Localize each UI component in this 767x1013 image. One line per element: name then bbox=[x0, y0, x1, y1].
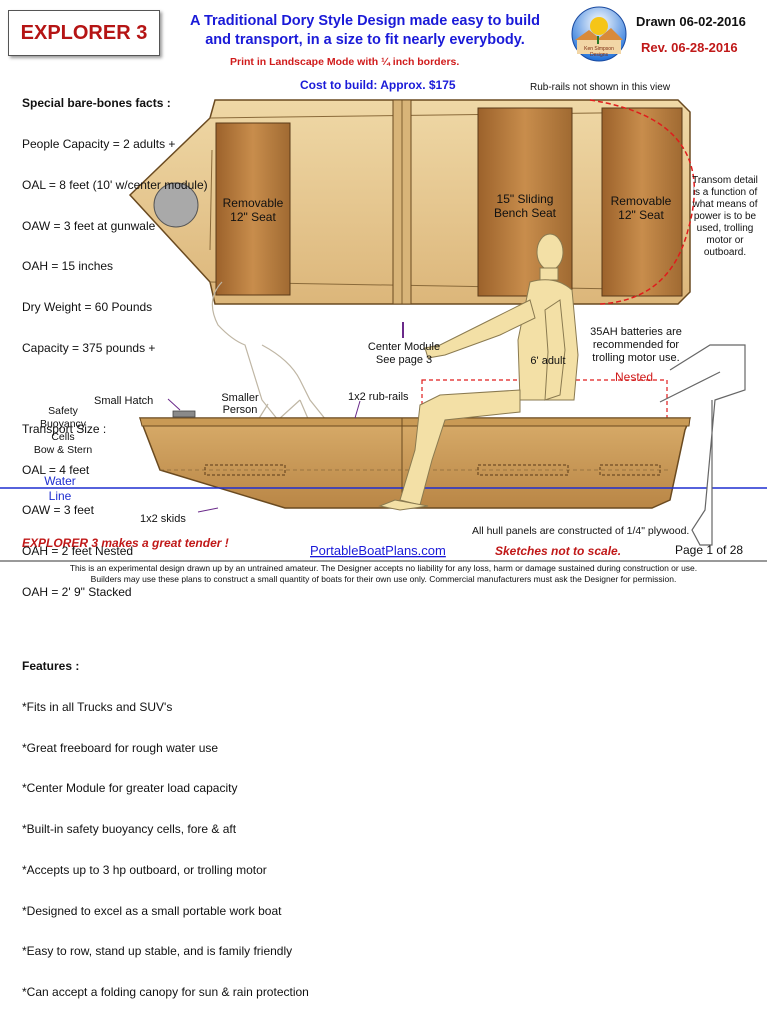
rub-rails-label: 1x2 rub-rails bbox=[348, 391, 409, 403]
disclaimer: This is an experimental design drawn up … bbox=[0, 563, 767, 585]
safety-cells-label-2: Buoyancy bbox=[40, 418, 87, 430]
smaller-person-label-2: Person bbox=[223, 404, 258, 416]
headline-line-1: A Traditional Dory Style Design made eas… bbox=[190, 13, 540, 29]
transom-note: Transom detail is a function of what mea… bbox=[692, 175, 758, 258]
rear-seat bbox=[601, 107, 683, 297]
skids-label: 1x2 skids bbox=[140, 513, 186, 525]
safety-cells-label-3: Cells bbox=[51, 431, 74, 443]
print-instructions: Print in Landscape Mode with ¼ inch bord… bbox=[230, 56, 460, 68]
small-hatch bbox=[172, 410, 196, 418]
feature-item: *Easy to row, stand up stable, and is fa… bbox=[22, 944, 293, 959]
batteries-label-3: trolling motor use. bbox=[592, 352, 679, 364]
logo-text-2: Designs bbox=[590, 52, 609, 58]
front-seat-label-1: Removable bbox=[223, 196, 284, 210]
disclaimer-line-1: This is an experimental design drawn up … bbox=[69, 563, 698, 573]
rear-seat-label-1: Removable bbox=[611, 194, 672, 208]
fact-line: OAW = 3 feet at gunwale bbox=[22, 218, 156, 233]
fact-line: Dry Weight = 60 Pounds bbox=[22, 300, 153, 315]
water-line-label-1: Water bbox=[44, 474, 76, 488]
bench-seat-label-1: 15" Sliding bbox=[497, 192, 554, 206]
fact-line: OAL = 8 feet (10' w/center module) bbox=[22, 177, 208, 192]
feature-item: *Great freeboard for rough water use bbox=[22, 740, 219, 755]
feature-item: *Designed to excel as a small portable w… bbox=[22, 903, 282, 918]
facts-heading: Special bare-bones facts : bbox=[22, 96, 171, 111]
batteries-label-2: recommended for bbox=[593, 339, 680, 351]
transport-line: OAL = 4 feet bbox=[22, 462, 90, 477]
rear-seat-label-2: 12" Seat bbox=[618, 208, 664, 222]
small-hatch-label: Small Hatch bbox=[94, 395, 153, 407]
cost-to-build: Cost to build: Approx. $175 bbox=[300, 78, 456, 92]
nested-label: Nested bbox=[615, 370, 653, 384]
adult-label: 6' adult bbox=[530, 355, 565, 367]
feature-item: *Built-in safety buoyancy cells, fore & … bbox=[22, 822, 237, 837]
fact-line: Capacity = 375 pounds + bbox=[22, 340, 156, 355]
center-module-label-2: See page 3 bbox=[376, 354, 432, 366]
bench-seat-label-2: Bench Seat bbox=[494, 206, 557, 220]
plywood-note: All hull panels are constructed of 1/4" … bbox=[472, 525, 689, 537]
front-seat bbox=[215, 122, 291, 296]
feature-item: *Fits in all Trucks and SUV's bbox=[22, 699, 173, 714]
front-seat-label-2: 12" Seat bbox=[230, 210, 276, 224]
disclaimer-line-2: Builders may use these plans to construc… bbox=[90, 574, 677, 584]
fact-line: OAH = 15 inches bbox=[22, 259, 114, 274]
transport-line: OAW = 3 feet bbox=[22, 503, 94, 518]
headline: A Traditional Dory Style Design made eas… bbox=[165, 12, 565, 50]
transport-line: OAH = 2 feet Nested bbox=[22, 544, 134, 559]
safety-cells-label-1: Safety bbox=[48, 405, 79, 417]
rub-rail-note: Rub-rails not shown in this view bbox=[530, 82, 671, 93]
tender-note: EXPLORER 3 makes a great tender ! bbox=[22, 536, 229, 550]
fact-line: People Capacity = 2 adults + bbox=[22, 136, 176, 151]
revision-date: Rev. 06-28-2016 bbox=[641, 40, 738, 55]
logo-text-1: Ken Simpson bbox=[584, 46, 614, 52]
smaller-person-label-1: Smaller bbox=[221, 392, 259, 404]
feature-item: *Can accept a folding canopy for sun & r… bbox=[22, 985, 309, 1000]
drawn-date: Drawn 06-02-2016 bbox=[636, 14, 746, 29]
title-box: EXPLORER 3 bbox=[8, 10, 160, 56]
designer-logo: Ken Simpson Designs bbox=[571, 6, 627, 62]
website-link[interactable]: PortableBoatPlans.com bbox=[310, 543, 446, 558]
page-number: Page 1 of 28 bbox=[675, 543, 743, 557]
water-line-label-2: Line bbox=[49, 489, 72, 503]
feature-item: *Accepts up to 3 hp outboard, or trollin… bbox=[22, 862, 267, 877]
not-to-scale-note: Sketches not to scale. bbox=[495, 544, 621, 558]
document-title: EXPLORER 3 bbox=[20, 21, 148, 44]
boat-drawing: Removable 12" Seat 15" Sliding Bench Sea… bbox=[0, 99, 767, 562]
batteries-label-1: 35AH batteries are bbox=[590, 326, 682, 338]
transport-line: OAH = 2' 9" Stacked bbox=[22, 584, 132, 599]
center-module-label-1: Center Module bbox=[368, 341, 440, 353]
adult-figure bbox=[378, 233, 579, 511]
features-heading: Features : bbox=[22, 658, 80, 673]
small-hatch-cover bbox=[153, 182, 199, 228]
headline-line-2: and transport, in a size to fit nearly e… bbox=[205, 32, 525, 48]
feature-item: *Center Module for greater load capacity bbox=[22, 781, 238, 796]
outboard-motor bbox=[669, 344, 746, 546]
facts-panel: Special bare-bones facts : People Capaci… bbox=[22, 70, 309, 1013]
safety-cells-label-4: Bow & Stern bbox=[34, 444, 93, 456]
transport-heading: Transport Size : bbox=[22, 421, 107, 436]
